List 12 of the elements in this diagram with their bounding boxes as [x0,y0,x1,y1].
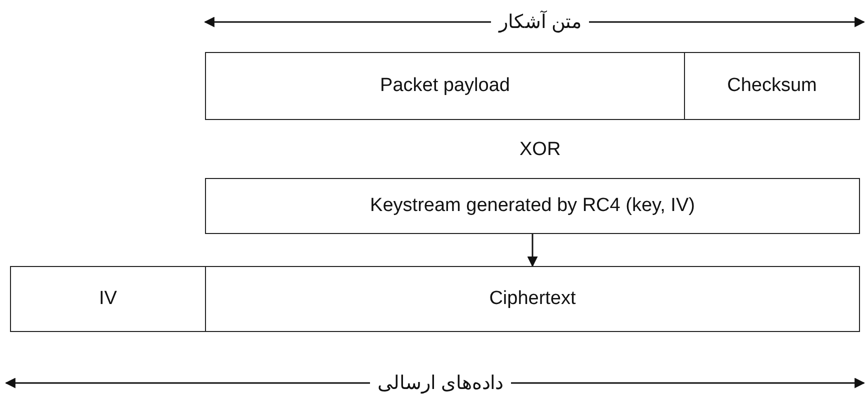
field-box [205,266,860,332]
arrow [527,234,538,268]
field-box [205,178,860,234]
dimension-label: متن آشکار [491,10,590,34]
field-box [205,52,685,120]
field-label: Checksum [727,75,817,97]
field-label: Ciphertext [489,288,576,310]
field-label: IV [99,288,117,310]
field-label: Keystream generated by RC4 (key, IV) [370,195,695,217]
field-label: Packet payload [380,75,510,97]
field-box [10,266,206,332]
field-box [684,52,860,120]
